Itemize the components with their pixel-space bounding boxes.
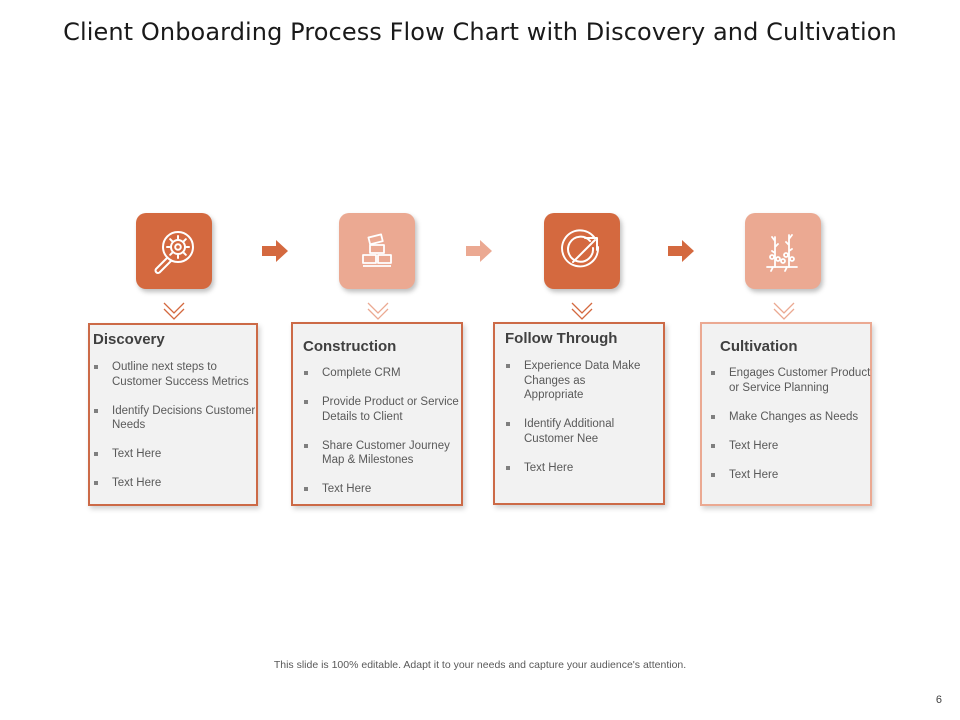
flow-arrow-2 [466, 240, 492, 262]
bricks-icon [362, 233, 392, 267]
bullet-list: Experience Data Make Changes as Appropri… [505, 359, 645, 490]
card-heading: Follow Through [505, 330, 618, 347]
cultivation-icon-tile [745, 213, 821, 289]
search-gear-icon [154, 231, 194, 274]
chevron-down-icon [163, 302, 185, 320]
list-item: Provide Product or Service Details to Cl… [303, 395, 463, 424]
discovery-icon-tile [136, 213, 212, 289]
list-item: Text Here [710, 468, 872, 483]
cultivation-card: Cultivation Engages Customer Product or … [700, 322, 872, 506]
circle-arrow-icon [561, 229, 600, 268]
card-heading: Discovery [93, 331, 165, 348]
list-item: Complete CRM [303, 366, 463, 381]
discovery-card: Discovery Outline next steps to Customer… [88, 323, 258, 506]
list-item: Share Customer Journey Map & Milestones [303, 439, 463, 468]
list-item: Identify Decisions Customer Needs [93, 404, 261, 433]
slide-title: Client Onboarding Process Flow Chart wit… [63, 18, 897, 46]
flow-arrow-1 [262, 240, 288, 262]
sprout-plants-icon [766, 234, 798, 272]
list-item: Engages Customer Product or Service Plan… [710, 366, 872, 395]
bullet-list: Engages Customer Product or Service Plan… [710, 366, 872, 497]
construction-card: Construction Complete CRM Provide Produc… [291, 322, 463, 506]
list-item: Text Here [93, 476, 261, 491]
follow-through-icon-tile [544, 213, 620, 289]
card-heading: Construction [303, 338, 397, 355]
list-item: Text Here [303, 482, 463, 497]
list-item: Text Here [710, 439, 872, 454]
bullet-list: Complete CRM Provide Product or Service … [303, 366, 463, 511]
page-number: 6 [935, 694, 942, 706]
follow-through-card: Follow Through Experience Data Make Chan… [493, 322, 665, 505]
list-item: Make Changes as Needs [710, 410, 872, 425]
list-item: Identify Additional Customer Nee [505, 417, 645, 446]
construction-icon-tile [339, 213, 415, 289]
list-item: Text Here [505, 461, 645, 476]
card-heading: Cultivation [720, 338, 798, 355]
chevron-down-icon [571, 302, 593, 320]
list-item: Outline next steps to Customer Success M… [93, 360, 261, 389]
chevron-down-icon [367, 302, 389, 320]
list-item: Experience Data Make Changes as Appropri… [505, 359, 645, 403]
bullet-list: Outline next steps to Customer Success M… [93, 360, 261, 505]
flow-arrow-3 [668, 240, 694, 262]
list-item: Text Here [93, 447, 261, 462]
chevron-down-icon [773, 302, 795, 320]
footer-note: This slide is 100% editable. Adapt it to… [273, 659, 687, 671]
